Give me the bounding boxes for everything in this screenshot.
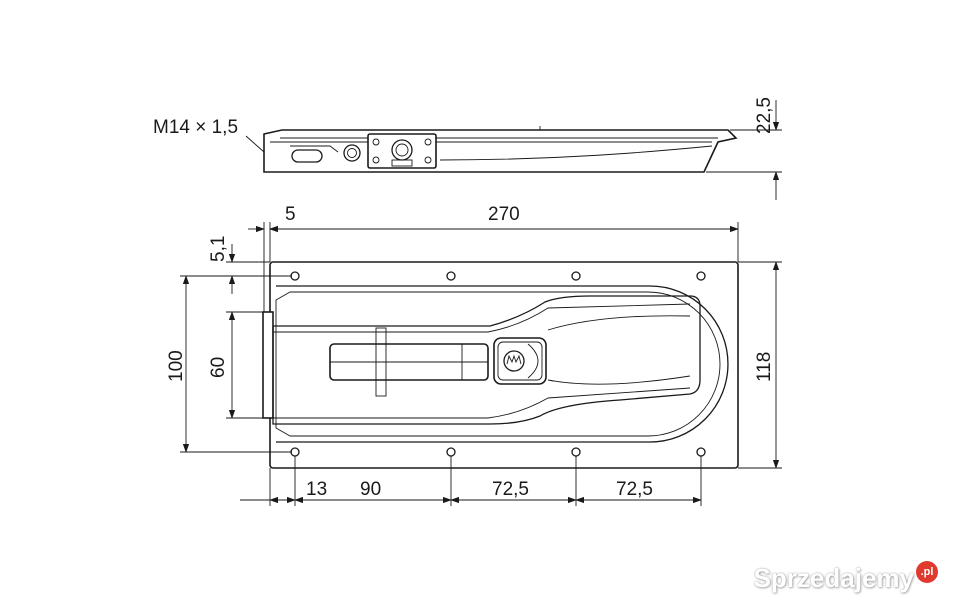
mounting-hole	[696, 271, 706, 281]
mounting-hole	[571, 271, 581, 281]
dim-13-label: 13	[306, 479, 327, 500]
watermark: Sprzedajemy .pl	[753, 560, 938, 594]
closing-arm	[272, 295, 701, 425]
dim-5-label: 5	[285, 204, 296, 225]
dim-60-label: 60	[208, 357, 229, 378]
side-spindle-plate	[367, 133, 437, 169]
watermark-text: Sprzedajemy	[753, 563, 914, 593]
dim-72-5-b-label: 72,5	[616, 479, 653, 500]
side-slot	[291, 149, 323, 163]
side-view: M14 × 1,5 22,5	[153, 97, 782, 200]
watermark-badge: .pl	[916, 560, 938, 583]
side-housing-outline	[263, 129, 738, 173]
inner-housing	[276, 285, 729, 443]
dim-100-label: 100	[166, 350, 187, 382]
arm-mount	[262, 311, 274, 419]
mounting-hole	[446, 271, 456, 281]
dim-270-label: 270	[488, 204, 520, 225]
dim-72-5-a-label: 72,5	[492, 479, 529, 500]
dimensions: 5 270 5,1 100 60 118 13	[166, 204, 782, 506]
dim-90-label: 90	[360, 479, 381, 500]
thread-label: M14 × 1,5	[153, 117, 238, 138]
height-dim-label: 22,5	[754, 97, 775, 134]
dim-5-1-label: 5,1	[208, 236, 229, 262]
dim-118-label: 118	[754, 352, 775, 382]
side-nut	[343, 144, 361, 162]
top-view	[262, 261, 739, 469]
